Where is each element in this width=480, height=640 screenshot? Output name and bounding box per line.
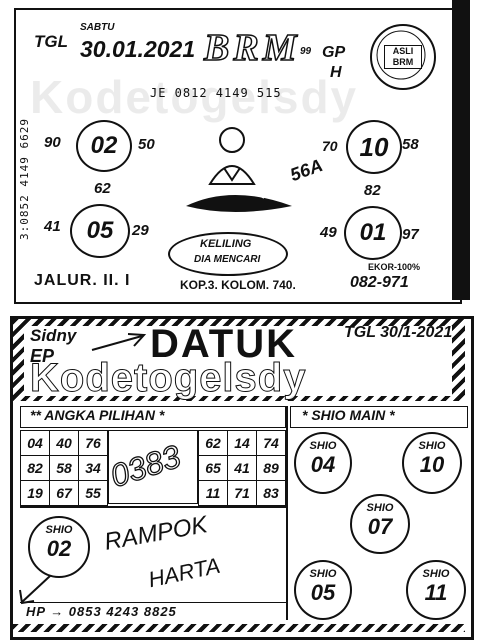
header-panel bbox=[24, 326, 452, 396]
arrow-down-icon bbox=[19, 575, 51, 605]
grid-cell: 58 bbox=[49, 455, 79, 481]
shio-circle-3: SHIO 07 bbox=[350, 494, 410, 554]
tl-bottom-number: 62 bbox=[94, 180, 111, 197]
arrow-icon bbox=[91, 333, 147, 351]
top-watermark: Kodetogelsdy bbox=[30, 71, 359, 123]
vertical-divider bbox=[286, 406, 288, 620]
grid-cell: 83 bbox=[256, 480, 286, 506]
shio-number: 07 bbox=[367, 514, 393, 539]
grid-cell: 34 bbox=[78, 455, 108, 481]
header-tag-2: EP bbox=[30, 346, 55, 366]
ekor-value: 082-971 bbox=[350, 274, 409, 291]
corner-sub: H bbox=[330, 64, 342, 81]
grid-cell: 62 bbox=[198, 430, 228, 456]
tl-right-number: 50 bbox=[138, 136, 155, 153]
grid-cell: 41 bbox=[227, 455, 257, 481]
bottom-coupon-sheet bbox=[10, 316, 474, 640]
circle-value: 02 bbox=[90, 132, 118, 159]
grid-cell: 71 bbox=[227, 480, 257, 506]
shio-circle-2: SHIO 10 bbox=[402, 432, 462, 494]
title-date: TGL 30/1-2021 bbox=[344, 324, 453, 341]
grid-cell: 74 bbox=[256, 430, 286, 456]
number-circle-top-left: 02 bbox=[76, 120, 132, 172]
grid-cell: 65 bbox=[198, 455, 228, 481]
right-dark-strip bbox=[452, 0, 470, 300]
shio-number: 11 bbox=[424, 580, 448, 605]
kop-text: KOP.3. KOLOM. 740. bbox=[180, 278, 296, 292]
meditating-monk-icon bbox=[186, 127, 292, 212]
date-value: 30.01.2021 bbox=[80, 36, 196, 62]
authentic-stamp: ASLI BRM bbox=[370, 24, 436, 90]
shio-circle-1: SHIO 04 bbox=[294, 432, 352, 494]
grid-cell: 67 bbox=[49, 480, 79, 506]
tl-left-number: 90 bbox=[44, 134, 61, 151]
jalur-text: JALUR. II. I bbox=[34, 272, 131, 289]
stamp-ring-icon bbox=[376, 30, 426, 80]
thought-bubble bbox=[168, 232, 288, 276]
bl-right-number: 29 bbox=[132, 222, 149, 239]
side-phone-text: 3:0852 4149 6629 bbox=[18, 118, 31, 240]
shio-number: 02 bbox=[46, 536, 72, 561]
brand-logo: BRM bbox=[203, 26, 301, 70]
bubble-line-1: KELILING bbox=[200, 238, 252, 250]
mid-number-box bbox=[108, 430, 198, 504]
shio-label: SHIO bbox=[422, 568, 450, 580]
shio-label: SHIO bbox=[45, 524, 73, 536]
shio-number: 10 bbox=[419, 452, 445, 477]
number-circle-top-right: 10 bbox=[346, 120, 402, 174]
top-phone-line: JE 0812 4149 515 bbox=[150, 86, 282, 100]
br-left-number: 49 bbox=[320, 224, 337, 241]
datuk-title: DATUK bbox=[150, 322, 298, 366]
circle-value: 05 bbox=[86, 217, 114, 244]
grid-cell: 89 bbox=[256, 455, 286, 481]
tr-bottom-number: 82 bbox=[364, 182, 381, 199]
shio-label: SHIO bbox=[309, 568, 337, 580]
shio-label: SHIO bbox=[366, 502, 394, 514]
shio-label: SHIO bbox=[418, 440, 446, 452]
grid-cell: 11 bbox=[198, 480, 228, 506]
brand-sub: 99 bbox=[300, 46, 312, 57]
hp-footer-box bbox=[20, 602, 286, 623]
angka-header bbox=[20, 406, 286, 428]
shio-circle-main: SHIO 02 bbox=[28, 516, 90, 578]
grid-cell: 82 bbox=[20, 455, 50, 481]
shio-header-text: * SHIO MAIN * bbox=[302, 407, 395, 423]
tr-right-number: 58 bbox=[402, 136, 419, 153]
shio-header bbox=[290, 406, 468, 428]
header-tag: Sidny bbox=[30, 326, 77, 345]
tr-left-number: 70 bbox=[322, 138, 338, 154]
grid-cell: 14 bbox=[227, 430, 257, 456]
grid-cell: 55 bbox=[78, 480, 108, 506]
stamp-text: ASLI BRM bbox=[384, 45, 422, 69]
grid-cell: 04 bbox=[20, 430, 50, 456]
bottom-watermark: Kodetogelsdy bbox=[29, 356, 307, 401]
shio-circle-4: SHIO 05 bbox=[294, 560, 352, 620]
number-circle-bottom-right: 01 bbox=[344, 206, 402, 260]
hatched-border-bottom bbox=[13, 624, 465, 632]
circle-value: 01 bbox=[359, 219, 387, 246]
angka-header-text: ** ANGKA PILIHAN * bbox=[30, 407, 165, 423]
number-circle-bottom-left: 05 bbox=[70, 204, 130, 258]
grid-cell: 19 bbox=[20, 480, 50, 506]
shio-number: 05 bbox=[310, 580, 336, 605]
shio-circle-5: SHIO 11 bbox=[406, 560, 466, 620]
day-label: SABTU bbox=[80, 22, 115, 33]
shio-label: SHIO bbox=[309, 440, 337, 452]
horizontal-divider bbox=[20, 506, 286, 508]
corner-code: GP bbox=[322, 44, 346, 61]
grid-cell: 40 bbox=[49, 430, 79, 456]
date-label: TGL bbox=[34, 32, 68, 51]
grid-cell: 76 bbox=[78, 430, 108, 456]
shio-number: 04 bbox=[310, 452, 336, 477]
circle-value: 10 bbox=[359, 131, 389, 162]
bubble-line-2: DIA MENCARI bbox=[194, 254, 261, 265]
br-right-number: 97 bbox=[402, 226, 419, 243]
hp-number: HP → 0853 4243 8825 bbox=[26, 604, 177, 619]
ekor-text: EKOR-100% bbox=[368, 262, 421, 272]
bl-left-number: 41 bbox=[44, 218, 61, 235]
